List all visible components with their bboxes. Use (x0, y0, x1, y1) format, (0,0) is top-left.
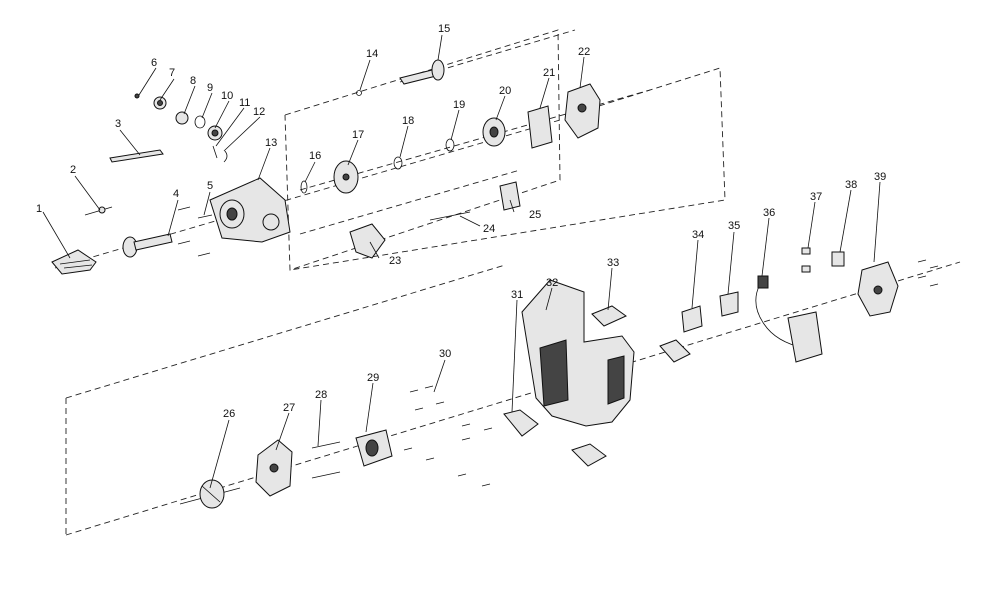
rubber-pad-lower (571, 443, 607, 467)
gear-cover-part (564, 83, 601, 139)
brush-38 (831, 251, 845, 267)
armature-part (179, 479, 241, 509)
screw-set-front (177, 206, 213, 257)
cord-assembly-36 (755, 275, 823, 363)
field-stator-part (355, 429, 393, 467)
callout-9: 9 (207, 82, 213, 94)
callout-34: 34 (692, 229, 704, 241)
callout-36: 36 (763, 207, 775, 219)
callout-24: 24 (483, 223, 495, 235)
assembly-dashed-lines (54, 29, 961, 536)
callout-32: 32 (546, 277, 558, 289)
chuck-part (51, 249, 97, 275)
callout-29: 29 (367, 372, 379, 384)
callout-12: 12 (253, 106, 265, 118)
callout-18: 18 (402, 115, 414, 127)
callout-17: 17 (352, 129, 364, 141)
bearing-20-part (482, 117, 506, 147)
callout-4: 4 (173, 188, 179, 200)
callout-39: 39 (874, 171, 886, 183)
callout-21: 21 (543, 67, 555, 79)
callout-3: 3 (115, 118, 121, 130)
callout-14: 14 (366, 48, 378, 60)
intermediate-shaft-part (399, 59, 445, 85)
baffle-plate-part (255, 439, 293, 497)
large-gear-part (333, 160, 359, 194)
callout-11: 11 (239, 97, 250, 109)
main-housing-part (521, 279, 635, 427)
rubber-pad-33 (591, 305, 627, 327)
callout-8: 8 (190, 75, 196, 87)
callout-38: 38 (845, 179, 857, 191)
callout-23: 23 (389, 255, 401, 267)
callout-13: 13 (265, 137, 277, 149)
callout-20: 20 (499, 85, 511, 97)
screw-set-housing (403, 385, 493, 487)
callout-37: 37 (810, 191, 822, 203)
screw-set-rear (917, 259, 939, 287)
callout-22: 22 (578, 46, 590, 58)
callout-25: 25 (529, 209, 541, 221)
retaining-ring-19 (445, 138, 455, 152)
side-handle-bar-part (109, 149, 164, 163)
long-screws-28 (311, 441, 341, 479)
callout-26: 26 (223, 408, 235, 420)
callout-5: 5 (207, 180, 213, 192)
callout-10: 10 (221, 90, 233, 102)
switch-34 (681, 305, 703, 333)
pin-24 (429, 211, 471, 221)
small-bearings-set (134, 93, 228, 163)
callout-31: 31 (511, 289, 523, 301)
callout-30: 30 (439, 348, 451, 360)
callout-1: 1 (36, 203, 42, 215)
bracket-25 (499, 181, 521, 211)
callout-35: 35 (728, 220, 740, 232)
callout-6: 6 (151, 57, 157, 69)
callout-33: 33 (607, 257, 619, 269)
callout-16: 16 (309, 150, 321, 162)
gear-housing-part (209, 177, 291, 243)
chuck-key-part (84, 206, 113, 216)
callout-7: 7 (169, 67, 175, 79)
callout-27: 27 (283, 402, 295, 414)
latch-part-23 (349, 223, 386, 259)
rubber-pad-right (659, 339, 691, 363)
callout-28: 28 (315, 389, 327, 401)
retaining-clip-14 (356, 90, 362, 96)
callout-2: 2 (70, 164, 76, 176)
rubber-grip-31 (503, 409, 539, 437)
spindle-part (122, 233, 173, 258)
module-35 (719, 291, 739, 317)
gasket-21 (527, 105, 553, 149)
washer-18 (393, 156, 403, 170)
callout-19: 19 (453, 99, 465, 111)
callout-labels: 1 2 3 4 5 6 7 8 9 10 11 12 13 14 15 16 1… (36, 23, 886, 420)
retaining-ring-16 (300, 180, 308, 194)
brush-holder-37 (801, 247, 811, 273)
callout-15: 15 (438, 23, 450, 35)
leader-lines (42, 34, 881, 489)
end-cap-39 (857, 261, 899, 317)
